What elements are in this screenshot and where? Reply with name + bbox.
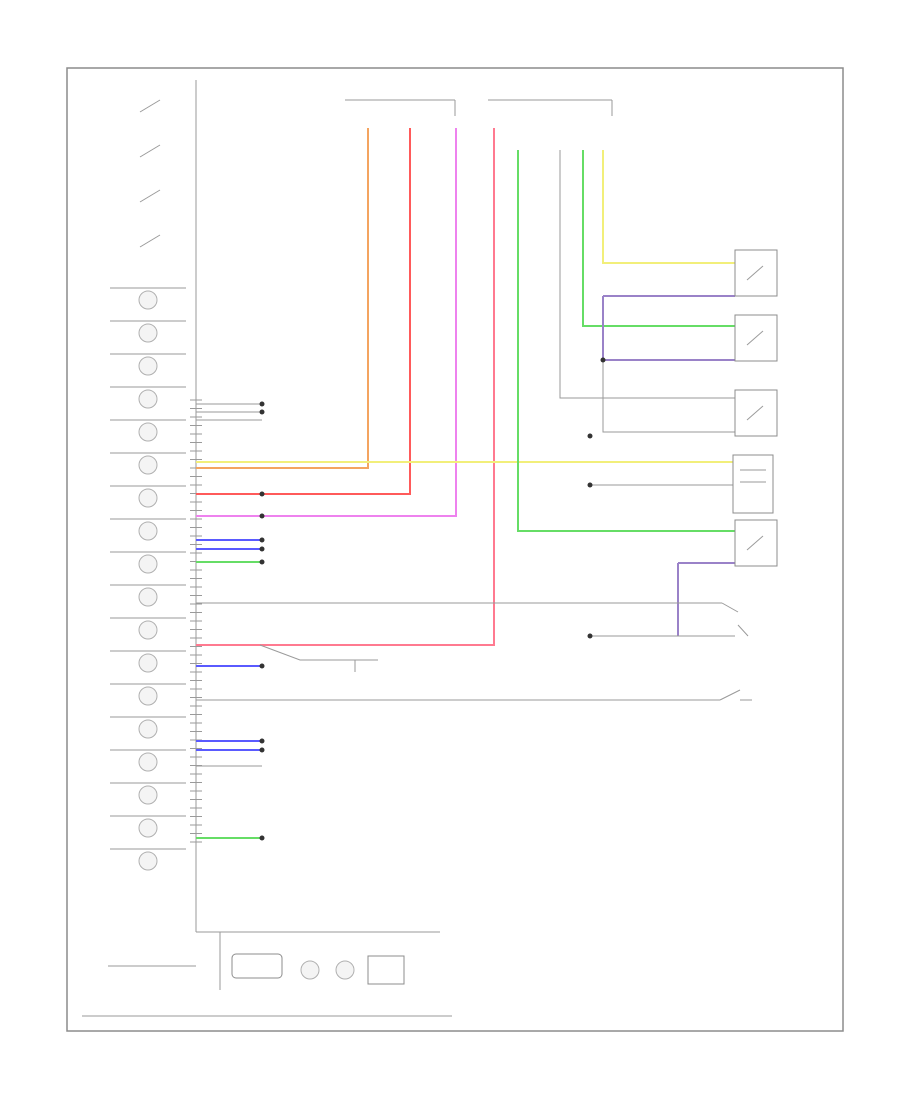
- splice-points: [259, 357, 606, 841]
- splice-dot: [259, 491, 265, 497]
- green-wire: [582, 150, 735, 327]
- switch-box: [734, 314, 778, 362]
- wire-group: [196, 128, 735, 839]
- switch-contact: [746, 330, 764, 346]
- magenta-wire: [196, 128, 457, 517]
- seat-belt-switch: [719, 689, 752, 701]
- gauge-symbol: [138, 785, 158, 805]
- cluster-pins: [190, 399, 202, 843]
- switch-contact: [746, 535, 764, 551]
- indicator-switch-symbol: [139, 144, 161, 158]
- switch-box: [734, 249, 778, 297]
- diagram-frame: [66, 67, 844, 1032]
- splice-dot: [259, 663, 265, 669]
- gauge-symbol: [138, 488, 158, 508]
- splice-dot: [587, 633, 593, 639]
- gauge-symbol: [138, 653, 158, 673]
- top-connector: [345, 99, 613, 116]
- splice-dot: [259, 409, 265, 415]
- gauge-symbol: [138, 587, 158, 607]
- instrument-cluster: [108, 80, 440, 990]
- green-wire-lower: [517, 150, 735, 532]
- splice-dot: [259, 401, 265, 407]
- gauge-symbol: [138, 851, 158, 871]
- indicator-switch-symbol: [139, 99, 161, 113]
- splice-dot: [259, 513, 265, 519]
- splice-dot: [259, 747, 265, 753]
- splice-dot: [259, 835, 265, 841]
- splice-dot: [600, 357, 606, 363]
- gauge-symbol: [138, 620, 158, 640]
- brake-fluid-switch: [721, 602, 749, 637]
- switch-contact: [746, 405, 764, 421]
- violet-wire-vertical: [602, 296, 735, 361]
- splice-dot: [259, 738, 265, 744]
- splice-dot: [259, 546, 265, 552]
- splice-dot: [259, 537, 265, 543]
- indicator-switch-symbol: [139, 234, 161, 248]
- splice-dot: [587, 433, 593, 439]
- gauge-symbol: [138, 686, 158, 706]
- gauge-symbol: [138, 752, 158, 772]
- bottom-connectors: [231, 953, 405, 985]
- signal-wires: [196, 150, 735, 767]
- gauge-symbol: [138, 290, 158, 310]
- switch-group: [734, 249, 778, 567]
- gauge-symbol: [138, 455, 158, 475]
- red-wire: [196, 128, 411, 495]
- splice-dot: [259, 559, 265, 565]
- gauge-symbol: [138, 356, 158, 376]
- pink-wire: [196, 128, 495, 646]
- switch-box: [734, 389, 778, 437]
- gauge-symbol: [138, 323, 158, 343]
- switch-box: [734, 519, 778, 567]
- gauge-symbol: [138, 389, 158, 409]
- gauge-symbol: [138, 719, 158, 739]
- orange-wire: [196, 128, 369, 469]
- switch-contact: [746, 265, 764, 281]
- fuel-sender: [732, 454, 774, 514]
- gauge-symbol: [138, 554, 158, 574]
- gauge-symbol: [138, 818, 158, 838]
- gauge-symbol: [138, 521, 158, 541]
- indicator-switch-symbol: [139, 189, 161, 203]
- splice-dot: [587, 482, 593, 488]
- gauge-symbol: [138, 422, 158, 442]
- yellow-wire: [602, 150, 735, 264]
- gauge-column: [110, 99, 186, 871]
